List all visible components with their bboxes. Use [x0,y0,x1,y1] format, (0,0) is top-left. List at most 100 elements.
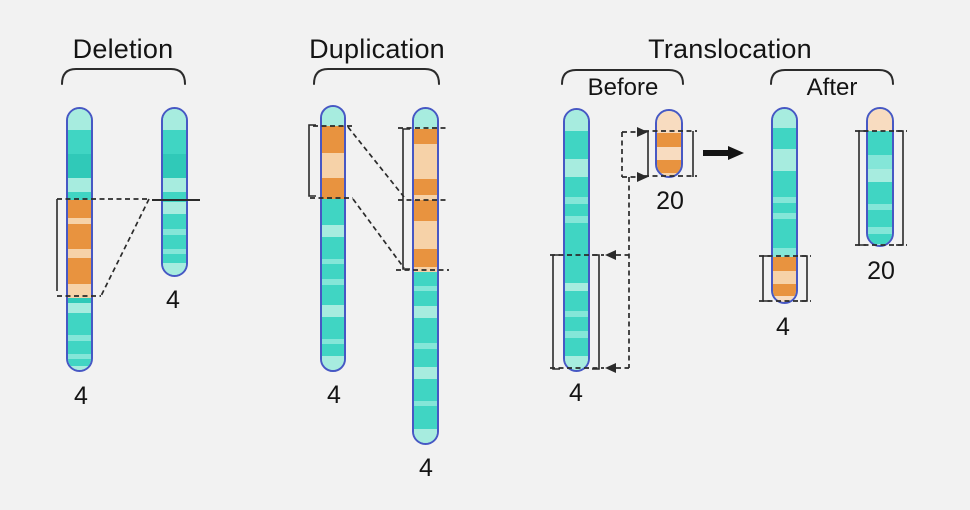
translocation-after-label: After [806,74,858,101]
duplication-left-chromosome-label: 4 [327,381,341,409]
chromosome-band-teal-light [322,339,344,344]
chromosome-band-orange [773,257,796,271]
chromosome-band-aqua [414,367,437,379]
chromosome-band-aqua [68,109,91,130]
chromosome-band-teal-light [414,343,437,349]
chromosome-band-teal [773,128,796,149]
chromosome-band-aqua [322,305,344,317]
chromosome-band-teal [414,318,437,343]
translocation-before-chr4-label: 4 [569,379,583,407]
chromosome-band-aqua [773,109,796,128]
chromosome-band-teal-light [868,204,892,210]
chromosome-band-teal [565,291,588,311]
chromosome-4-duplication-duplicated [412,107,439,445]
chromosome-band-peach-light [657,147,681,160]
chromosome-band-teal [565,338,588,356]
chromosome-band-teal [414,406,437,429]
chromosome-band-teal-light [565,311,588,317]
chromosome-band-peach-light [657,111,681,133]
chromosome-band-teal [68,192,91,200]
chromosome-band-teal-dark [68,154,91,178]
chromosome-band-teal [68,130,91,154]
chromosome-band-aqua [322,356,344,370]
chromosome-band-teal [773,219,796,248]
chromosome-band-teal [565,317,588,331]
chromosome-band-teal [163,254,186,263]
chromosome-band-teal-light [68,335,91,341]
chromosome-band-teal-light [773,197,796,203]
chromosome-band-teal [868,131,892,155]
chromosome-band-teal-light [414,286,437,291]
chromosome-band-teal-light [68,354,91,359]
chromosome-band-teal-light [773,213,796,219]
chromosome-band-teal-dark [163,154,186,178]
chromosome-20-translocation-after [866,107,894,247]
chromosome-band-teal [322,264,344,279]
chromosome-band-aqua [414,306,437,318]
chromosome-band-teal-light [565,331,588,338]
chromosome-4-translocation-after [771,107,798,304]
chromosome-band-teal [868,210,892,227]
chromosome-band-orange [414,249,437,267]
chromosome-band-teal-dark [68,298,91,303]
chromosome-4-deletion-normal [66,107,93,372]
chromosome-20-translocation-before [655,109,683,178]
translocation-before-label: Before [587,74,659,101]
chromosome-band-aqua [868,169,892,182]
chromosome-band-orange [414,179,437,195]
chromosome-band-teal [414,272,437,286]
chromosome-band-aqua [868,244,892,245]
translocation-after-chr4-label: 4 [776,313,790,341]
chromosome-band-aqua [565,110,588,131]
chromosome-band-teal [322,317,344,339]
chromosome-band-peach-light [868,109,892,131]
arrowhead-left-icon [605,363,616,373]
chromosome-band-aqua [565,159,588,177]
chromosome-band-teal [414,379,437,401]
chromosome-band-teal [322,344,344,356]
chromosome-band-aqua [68,178,91,192]
chromosome-band-peach [414,195,437,200]
chromosome-band-teal-light [322,279,344,285]
chromosome-band-orange [322,178,344,199]
chromosome-band-teal [773,171,796,197]
chromosome-band-peach [68,284,91,298]
chromosome-band-orange [68,258,91,284]
translocation-after-chr20-label: 20 [867,257,895,285]
chromosome-band-teal [163,214,186,229]
chromosome-band-teal [322,285,344,305]
duplication-right-chromosome-label: 4 [419,454,433,482]
chromosome-band-teal-light [773,248,796,257]
chromosome-band-orange [322,126,344,153]
chromosome-band-teal [565,223,588,283]
deletion-left-chromosome-label: 4 [74,382,88,410]
chromosome-band-aqua [163,202,186,214]
translocation-title: Translocation [648,34,812,64]
chromosome-band-teal-light [414,401,437,406]
chromosome-band-teal [868,234,892,244]
chromosome-band-teal-light [565,197,588,204]
chromosome-band-peach [414,144,437,179]
chromosome-band-teal [565,131,588,159]
duplication-title: Duplication [309,34,445,64]
chromosome-band-peach [322,153,344,178]
chromosome-band-peach-light [773,296,796,302]
chromosome-band-orange [414,129,437,144]
chromosome-band-orange [414,200,437,221]
chromosome-band-teal [163,235,186,249]
chromosome-band-aqua [414,109,437,129]
translocation-before-chr20-label: 20 [656,187,684,215]
chromosome-band-peach [68,218,91,224]
deletion-brace [61,68,186,85]
arrowhead-right-icon [637,172,648,182]
chromosome-band-aqua [163,109,186,130]
chromosome-band-orange [68,200,91,218]
arrowhead-left-icon [605,250,616,260]
chromosome-4-translocation-before [563,108,590,372]
chromosome-band-teal-light [163,229,186,235]
chromosome-band-teal [68,341,91,354]
deletion-title: Deletion [72,34,174,64]
chromosome-band-aqua [565,356,588,370]
chromosome-band-aqua [163,178,186,192]
